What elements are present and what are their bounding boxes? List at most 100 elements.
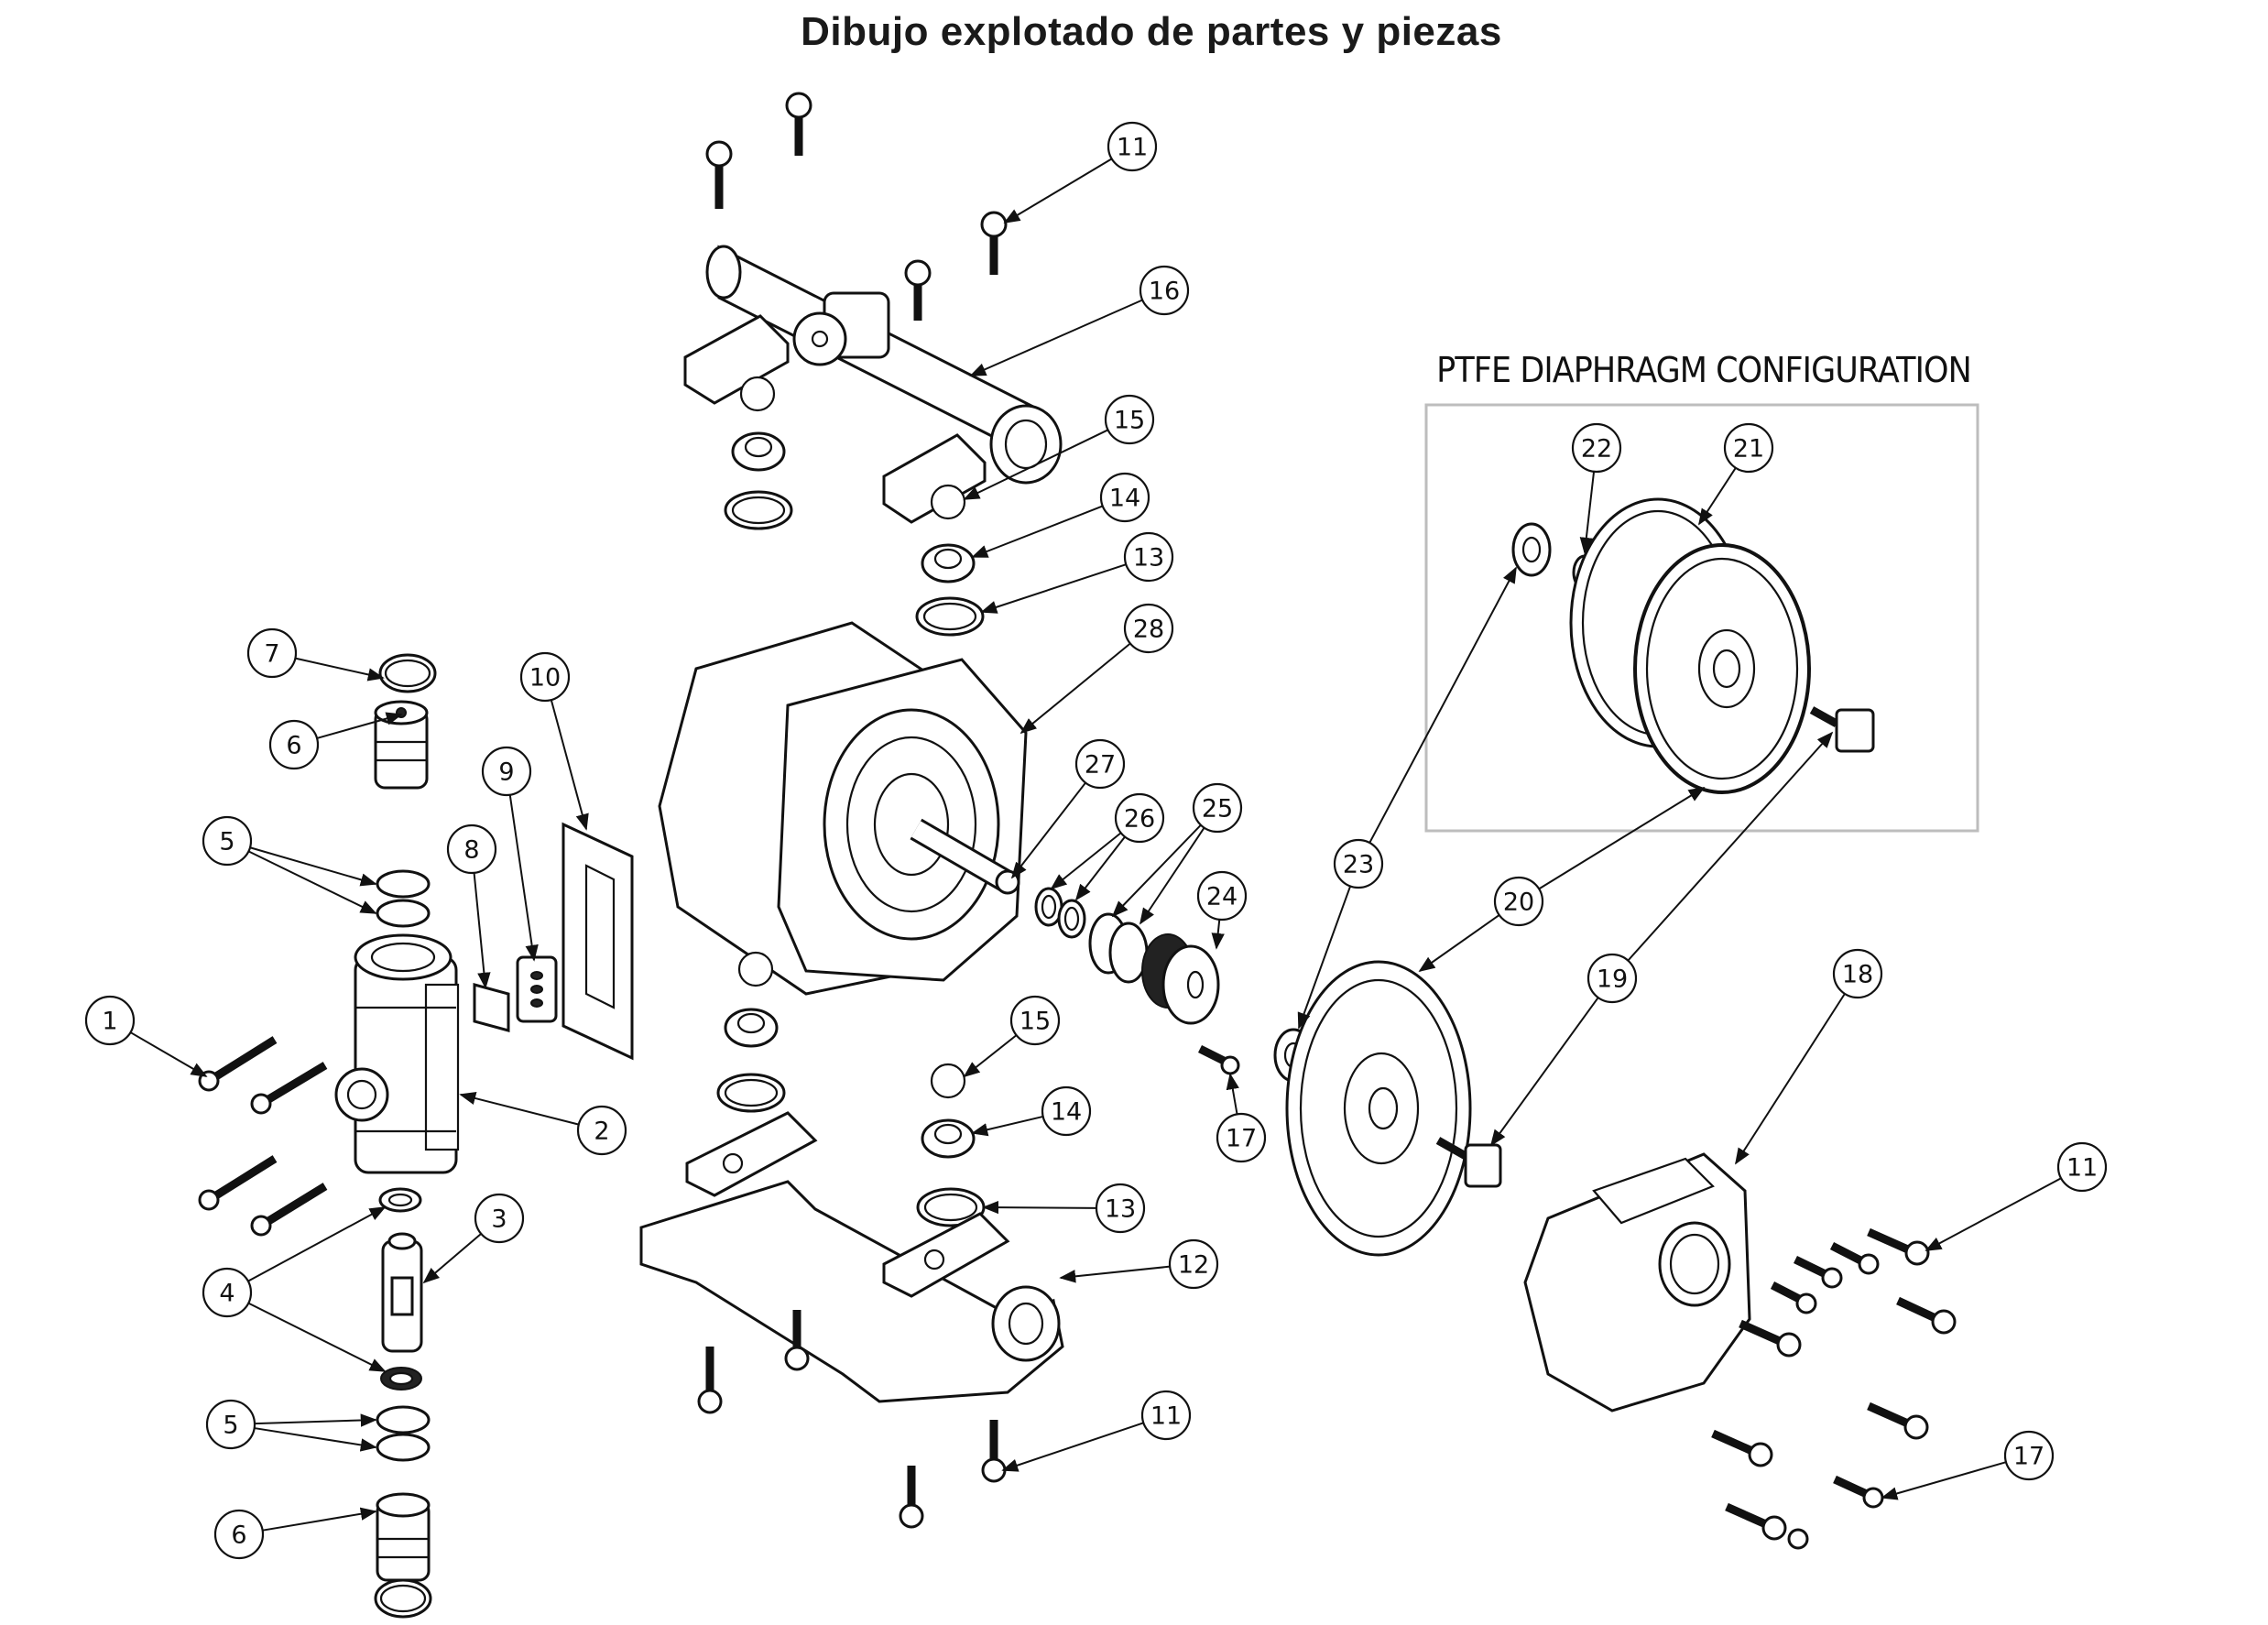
leader-line-14 — [971, 1115, 1043, 1137]
balloon-number: 25 — [1202, 795, 1233, 823]
balloon-number: 5 — [219, 828, 234, 856]
balloon-circle — [1114, 792, 1165, 844]
leader-line-5 — [249, 846, 377, 887]
callout-balloon-13: 13 — [1095, 1183, 1146, 1234]
balloon-number: 10 — [529, 664, 561, 693]
leader-line-2 — [459, 1091, 580, 1126]
leader-line-10 — [550, 699, 589, 831]
leader-lines — [129, 158, 2062, 1532]
callout-balloon-13: 13 — [1123, 531, 1174, 583]
callout-balloon-27: 27 — [1074, 738, 1126, 790]
balloon-number: 8 — [463, 836, 479, 865]
callout-balloon-12: 12 — [1168, 1238, 1219, 1290]
balloon-number: 9 — [498, 758, 514, 787]
page-title: Dibujo explotado de partes y piezas — [801, 9, 1502, 54]
callout-balloon-14: 14 — [1099, 472, 1150, 523]
callout-balloons: 1234556678910111111121313141415151617171… — [84, 121, 2108, 1560]
balloon-circle — [1041, 1085, 1092, 1137]
part-o-ring-bottom-right — [916, 1187, 986, 1227]
leader-line-20 — [1538, 787, 1706, 890]
part-retaining-ring-top — [378, 653, 437, 693]
callout-balloon-5: 5 — [202, 815, 253, 867]
leader-line-4 — [247, 1302, 387, 1372]
part-valve-seat-top-right — [921, 543, 976, 583]
balloon-circle — [2003, 1430, 2055, 1481]
balloon-number: 13 — [1105, 1195, 1136, 1224]
leader-line-7 — [295, 657, 385, 682]
balloon-circle — [1723, 422, 1774, 474]
part-bushing-o-rings — [1088, 912, 1149, 984]
balloon-circle — [2056, 1141, 2108, 1193]
balloon-number: 12 — [1178, 1251, 1209, 1280]
balloon-circle — [1216, 1112, 1267, 1163]
callout-balloon-21: 21 — [1723, 422, 1774, 474]
callout-balloon-11: 11 — [1107, 121, 1158, 172]
callout-balloon-25: 25 — [1192, 782, 1243, 834]
balloon-number: 4 — [219, 1280, 234, 1308]
part-shaft-bushing — [1141, 933, 1220, 1025]
callout-balloon-28: 28 — [1123, 603, 1174, 654]
balloon-circle — [205, 1399, 256, 1450]
part-center-housing — [658, 621, 1028, 996]
part-o-ring-top-left — [724, 490, 793, 530]
leader-line-25 — [1139, 827, 1205, 925]
callout-balloon-10: 10 — [519, 651, 571, 703]
part-end-cap-bottom — [376, 1492, 431, 1582]
balloon-circle — [1571, 422, 1622, 474]
balloon-number: 20 — [1503, 889, 1534, 917]
balloon-circle — [268, 719, 320, 770]
balloon-circle — [446, 823, 497, 875]
balloon-number: 3 — [491, 1205, 507, 1234]
balloon-number: 14 — [1051, 1098, 1082, 1127]
balloon-number: 26 — [1124, 805, 1155, 834]
balloon-circle — [1074, 738, 1126, 790]
leader-line-24 — [1211, 919, 1225, 950]
part-diaphragm — [1285, 960, 1472, 1257]
leader-line-16 — [969, 299, 1143, 376]
balloon-circle — [1123, 603, 1174, 654]
balloon-number: 21 — [1733, 435, 1764, 464]
leader-line-20 — [1418, 914, 1500, 973]
balloon-number: 2 — [594, 1118, 609, 1146]
callout-balloon-18: 18 — [1832, 948, 1883, 999]
callout-balloon-2: 2 — [576, 1105, 627, 1156]
leader-line-23 — [1297, 886, 1352, 1030]
part-ball-bottom-left — [737, 951, 774, 987]
leader-line-17 — [1226, 1073, 1239, 1115]
callout-balloon-5: 5 — [205, 1399, 256, 1450]
balloon-circle — [481, 746, 532, 797]
balloon-circle — [202, 815, 253, 867]
part-discharge-manifold — [683, 245, 1063, 524]
balloon-number: 18 — [1842, 961, 1873, 989]
callout-balloon-9: 9 — [481, 746, 532, 797]
callout-balloon-23: 23 — [1333, 838, 1384, 889]
balloon-circle — [576, 1105, 627, 1156]
part-pilot-gasket-large — [562, 822, 634, 1061]
callout-balloon-4: 4 — [202, 1267, 253, 1318]
callout-balloon-16: 16 — [1139, 265, 1190, 316]
ptfe-inset-title: PTFE DIAPHRAGM CONFIGURATION — [1436, 350, 1972, 390]
leader-line-5 — [254, 1427, 377, 1452]
leader-line-26 — [1074, 835, 1126, 901]
balloon-number: 17 — [2013, 1443, 2044, 1471]
part-ptfe-diaphragm — [1633, 543, 1811, 794]
callout-balloon-17: 17 — [2003, 1430, 2055, 1481]
part-o-rings-top — [376, 869, 431, 928]
part-outer-plate — [1435, 1137, 1502, 1188]
callout-balloon-11: 11 — [1140, 1390, 1192, 1441]
balloon-circle — [1493, 876, 1544, 927]
balloon-number: 11 — [2066, 1154, 2098, 1183]
callout-balloon-14: 14 — [1041, 1085, 1092, 1137]
callout-balloon-7: 7 — [246, 627, 298, 679]
balloon-number: 1 — [102, 1008, 117, 1036]
leader-line-21 — [1698, 467, 1737, 526]
part-valve-seat-bottom-left — [724, 1008, 779, 1048]
balloon-number: 15 — [1020, 1008, 1051, 1036]
balloon-number: 11 — [1150, 1402, 1182, 1431]
leader-line-9 — [508, 794, 539, 962]
part-shaft-seals — [1034, 887, 1086, 939]
leader-line-5 — [247, 850, 377, 914]
leader-line-15 — [963, 429, 1109, 500]
leader-line-13 — [980, 563, 1127, 614]
callout-balloon-11: 11 — [2056, 1141, 2108, 1193]
